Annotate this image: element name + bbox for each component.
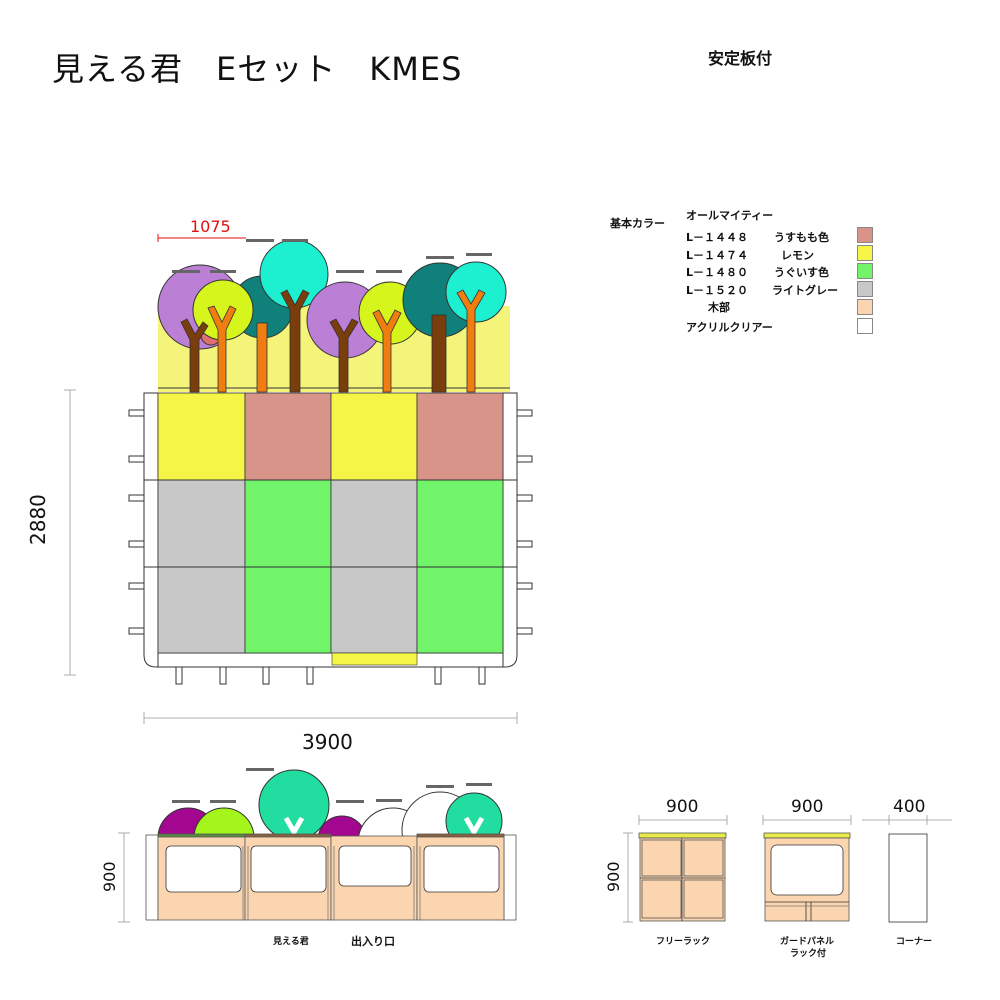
caption-mieru-kun: 見える君 xyxy=(273,937,309,947)
trunks xyxy=(180,289,486,393)
tree-top-cyan-2 xyxy=(445,261,507,323)
dim-2880: 2880 xyxy=(26,494,50,545)
caption-corner: コーナー xyxy=(896,937,933,947)
trunk-brown-3 xyxy=(329,318,359,393)
right-frame xyxy=(502,392,518,668)
legend-item-5: 木部 xyxy=(708,299,730,315)
legend-name: うぐいす色 xyxy=(774,266,829,279)
legend-name: ライトグレー xyxy=(772,284,838,297)
dim-guard-rack-width: 900 xyxy=(791,797,824,817)
tree-group xyxy=(157,239,507,359)
page-title: 見える君 Eセット KMES xyxy=(52,50,463,88)
red-dimension-line xyxy=(157,234,246,242)
swatch-wood xyxy=(857,299,873,315)
trunk-brown-2 xyxy=(280,289,310,393)
lower-units xyxy=(145,833,517,921)
dim-900-lower: 900 xyxy=(100,861,119,892)
feet xyxy=(175,666,486,685)
page-subtitle: 安定板付 xyxy=(708,49,773,68)
side-pegs xyxy=(128,409,533,635)
caption-free-rack: フリーラック xyxy=(656,937,711,947)
legend-item-6: アクリルクリアー xyxy=(686,319,773,335)
dim-3900: 3900 xyxy=(302,730,353,754)
legend-item-4: L－１５２０ ライトグレー xyxy=(686,282,838,298)
legend-item-3: L－１４８０ うぐいす色 xyxy=(686,264,829,280)
legend-name: うすもも色 xyxy=(774,231,829,244)
trunk-orange-3 xyxy=(456,289,486,393)
dim-corner xyxy=(862,815,952,825)
caption-guard-panel-1: ガードパネル xyxy=(780,937,835,947)
legend-code: L－１４８０ xyxy=(686,266,749,279)
trunk-orange-2 xyxy=(372,309,402,393)
dim-line-horizontal xyxy=(143,712,518,724)
legend-brand: オールマイティー xyxy=(686,209,774,222)
free-rack xyxy=(638,832,727,922)
trunk-orange xyxy=(207,305,237,393)
dim-line-vertical xyxy=(64,389,76,676)
dim-free-rack-width: 900 xyxy=(666,797,699,817)
trunk-brown xyxy=(180,318,209,393)
swatch-green xyxy=(857,263,873,279)
dim-guard-rack xyxy=(762,815,852,825)
swatch-gray xyxy=(857,281,873,297)
swatch-pink xyxy=(857,227,873,243)
guard-panel-rack xyxy=(763,832,851,922)
dim-1075: 1075 xyxy=(190,217,231,236)
trunk-orange-straight xyxy=(256,322,268,393)
dim-line-vertical-lower xyxy=(118,832,130,923)
dim-corner-width: 400 xyxy=(893,797,926,817)
legend-code: L－１５２０ xyxy=(686,284,749,297)
legend-name: アクリルクリアー xyxy=(686,321,773,334)
dim-free-rack xyxy=(623,815,728,923)
swatch-clear xyxy=(857,318,873,334)
legend-name: レモン xyxy=(781,249,814,262)
dim-free-rack-height: 900 xyxy=(604,861,623,892)
legend-code: L－１４４８ xyxy=(686,231,749,244)
caption-entrance: 出入り口 xyxy=(351,935,395,948)
legend-code: L－１４７４ xyxy=(686,249,749,262)
lower-tree-tags xyxy=(172,768,492,803)
left-frame xyxy=(143,392,159,668)
corner-unit xyxy=(888,833,928,923)
tree-label-tags xyxy=(172,239,492,273)
entrance-step xyxy=(331,652,418,666)
legend-heading: 基本カラー xyxy=(610,217,665,230)
trunk-brown-straight xyxy=(431,314,447,393)
legend-name: 木部 xyxy=(708,301,730,314)
legend-item-1: L－１４４８ うすもも色 xyxy=(686,229,829,245)
swatch-lemon xyxy=(857,245,873,261)
panel-grid xyxy=(157,392,504,654)
bottom-base xyxy=(157,652,504,668)
caption-guard-panel-2: ラック付 xyxy=(790,949,827,959)
legend-item-2: L－１４７４ レモン xyxy=(686,247,814,263)
